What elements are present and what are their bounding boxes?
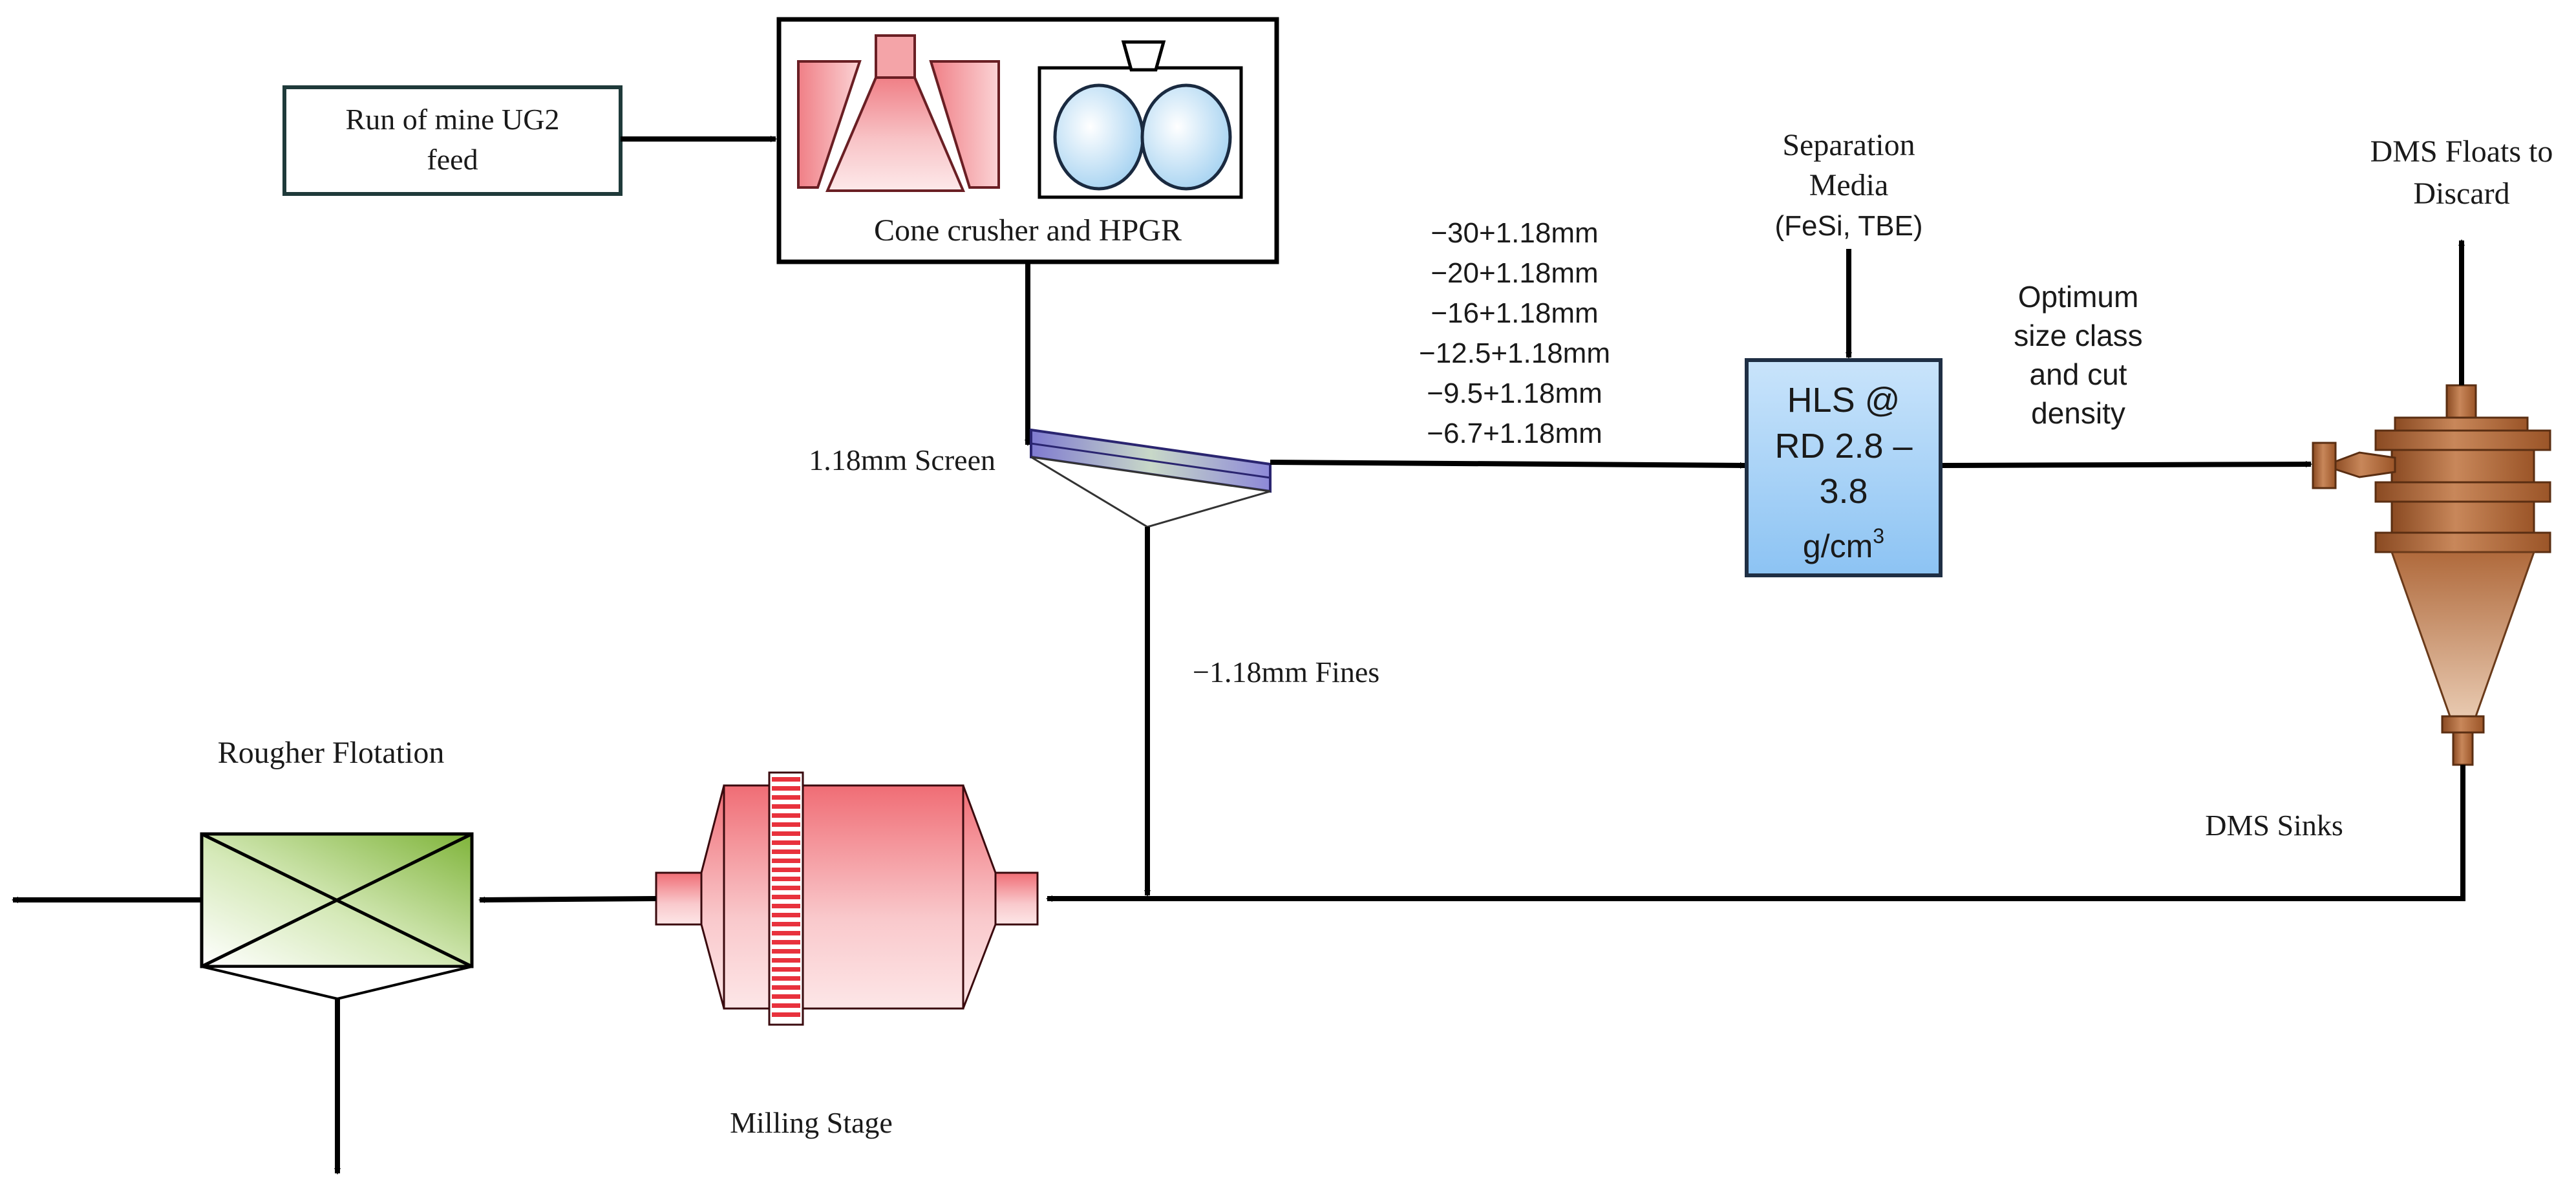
size-fraction-3: −16+1.18mm	[1431, 297, 1598, 329]
crusher-node: Cone crusher and HPGR	[776, 17, 1279, 264]
milling-label: Milling Stage	[730, 1106, 893, 1139]
feed-label-line-1: Run of mine UG2	[346, 103, 560, 136]
sinks-to-mill-arrow	[1046, 765, 2465, 902]
gear-tooth	[772, 795, 800, 800]
separation-media-line-3: (FeSi, TBE)	[1774, 210, 1922, 242]
gear-tooth	[772, 859, 800, 863]
dms-cyclone-icon	[2312, 384, 2551, 766]
gear-tooth	[772, 831, 800, 836]
hls-unit-base: g/cm	[1803, 528, 1873, 564]
gear-tooth	[772, 822, 800, 827]
gear-tooth	[772, 913, 800, 917]
rougher-label: Rougher Flotation	[218, 736, 445, 770]
rougher-flotation-icon	[200, 832, 474, 1001]
gear-tooth	[772, 895, 800, 899]
hpgr-icon	[1038, 40, 1243, 199]
hls-node: HLS @ RD 2.8 – 3.8 g/cm3	[1745, 358, 1943, 577]
hls-to-cyclone-arrow	[1942, 461, 2312, 468]
gear-tooth	[772, 1003, 800, 1008]
size-fraction-4: −12.5+1.18mm	[1419, 337, 1610, 369]
dms-floats-line-2: Discard	[2413, 176, 2509, 211]
gear-tooth	[772, 931, 800, 935]
crusher-label: Cone crusher and HPGR	[874, 213, 1182, 248]
gear-tooth	[772, 940, 800, 945]
size-fraction-1: −30+1.18mm	[1431, 217, 1598, 249]
screen-to-hls-arrow	[1270, 460, 1747, 469]
gear-tooth	[772, 976, 800, 981]
hls-line-3: 3.8	[1819, 472, 1868, 511]
gear-tooth	[772, 958, 800, 963]
feed-node: Run of mine UG2 feed	[282, 85, 623, 196]
screen-label: 1.18mm Screen	[809, 443, 995, 476]
mill-icon	[655, 771, 1039, 1026]
gear-tooth	[772, 868, 800, 872]
gear-tooth	[772, 1012, 800, 1017]
gear-tooth	[772, 840, 800, 845]
gear-tooth	[772, 849, 800, 854]
fines-label: −1.18mm Fines	[1193, 656, 1379, 689]
mill-gear-teeth	[772, 777, 800, 1017]
gear-tooth	[772, 877, 800, 881]
optimum-label: Optimum size class and cut density	[2014, 280, 2142, 430]
separation-media-line-1: Separation	[1782, 128, 1915, 162]
size-fraction-2: −20+1.18mm	[1431, 257, 1598, 289]
gear-tooth	[772, 922, 800, 926]
gear-tooth	[772, 813, 800, 818]
gear-tooth	[772, 804, 800, 809]
hls-line-1: HLS @	[1787, 381, 1900, 420]
optimum-line-1: Optimum	[2018, 280, 2139, 314]
optimum-line-2: size class	[2014, 319, 2142, 352]
gear-tooth	[772, 985, 800, 990]
gear-tooth	[772, 777, 800, 782]
mill-to-flotation-arrow	[478, 896, 657, 903]
feed-label-line-2: feed	[427, 143, 478, 176]
gear-tooth	[772, 967, 800, 972]
hls-line-2: RD 2.8 –	[1774, 427, 1912, 465]
optimum-line-3: and cut	[2030, 358, 2127, 391]
gear-tooth	[772, 994, 800, 999]
gear-tooth	[772, 786, 800, 791]
size-fractions: −30+1.18mm −20+1.18mm −16+1.18mm −12.5+1…	[1419, 217, 1610, 449]
separation-media: Separation Media (FeSi, TBE)	[1774, 128, 1922, 242]
size-fraction-6: −6.7+1.18mm	[1427, 418, 1602, 449]
gear-tooth	[772, 949, 800, 954]
separation-media-line-2: Media	[1809, 168, 1889, 202]
gear-tooth	[772, 904, 800, 908]
dms-floats-label: DMS Floats to Discard	[2370, 134, 2553, 211]
hls-unit: g/cm3	[1803, 524, 1884, 564]
cone-crusher-icon	[797, 34, 1000, 192]
dms-floats-line-1: DMS Floats to	[2370, 134, 2553, 169]
gear-tooth	[772, 886, 800, 890]
dms-sinks-label: DMS Sinks	[2205, 809, 2343, 842]
optimum-line-4: density	[2031, 396, 2125, 430]
screen-node: 1.18mm Screen	[809, 428, 1272, 528]
hls-unit-superscript: 3	[1873, 524, 1884, 548]
size-fraction-5: −9.5+1.18mm	[1427, 378, 1602, 409]
